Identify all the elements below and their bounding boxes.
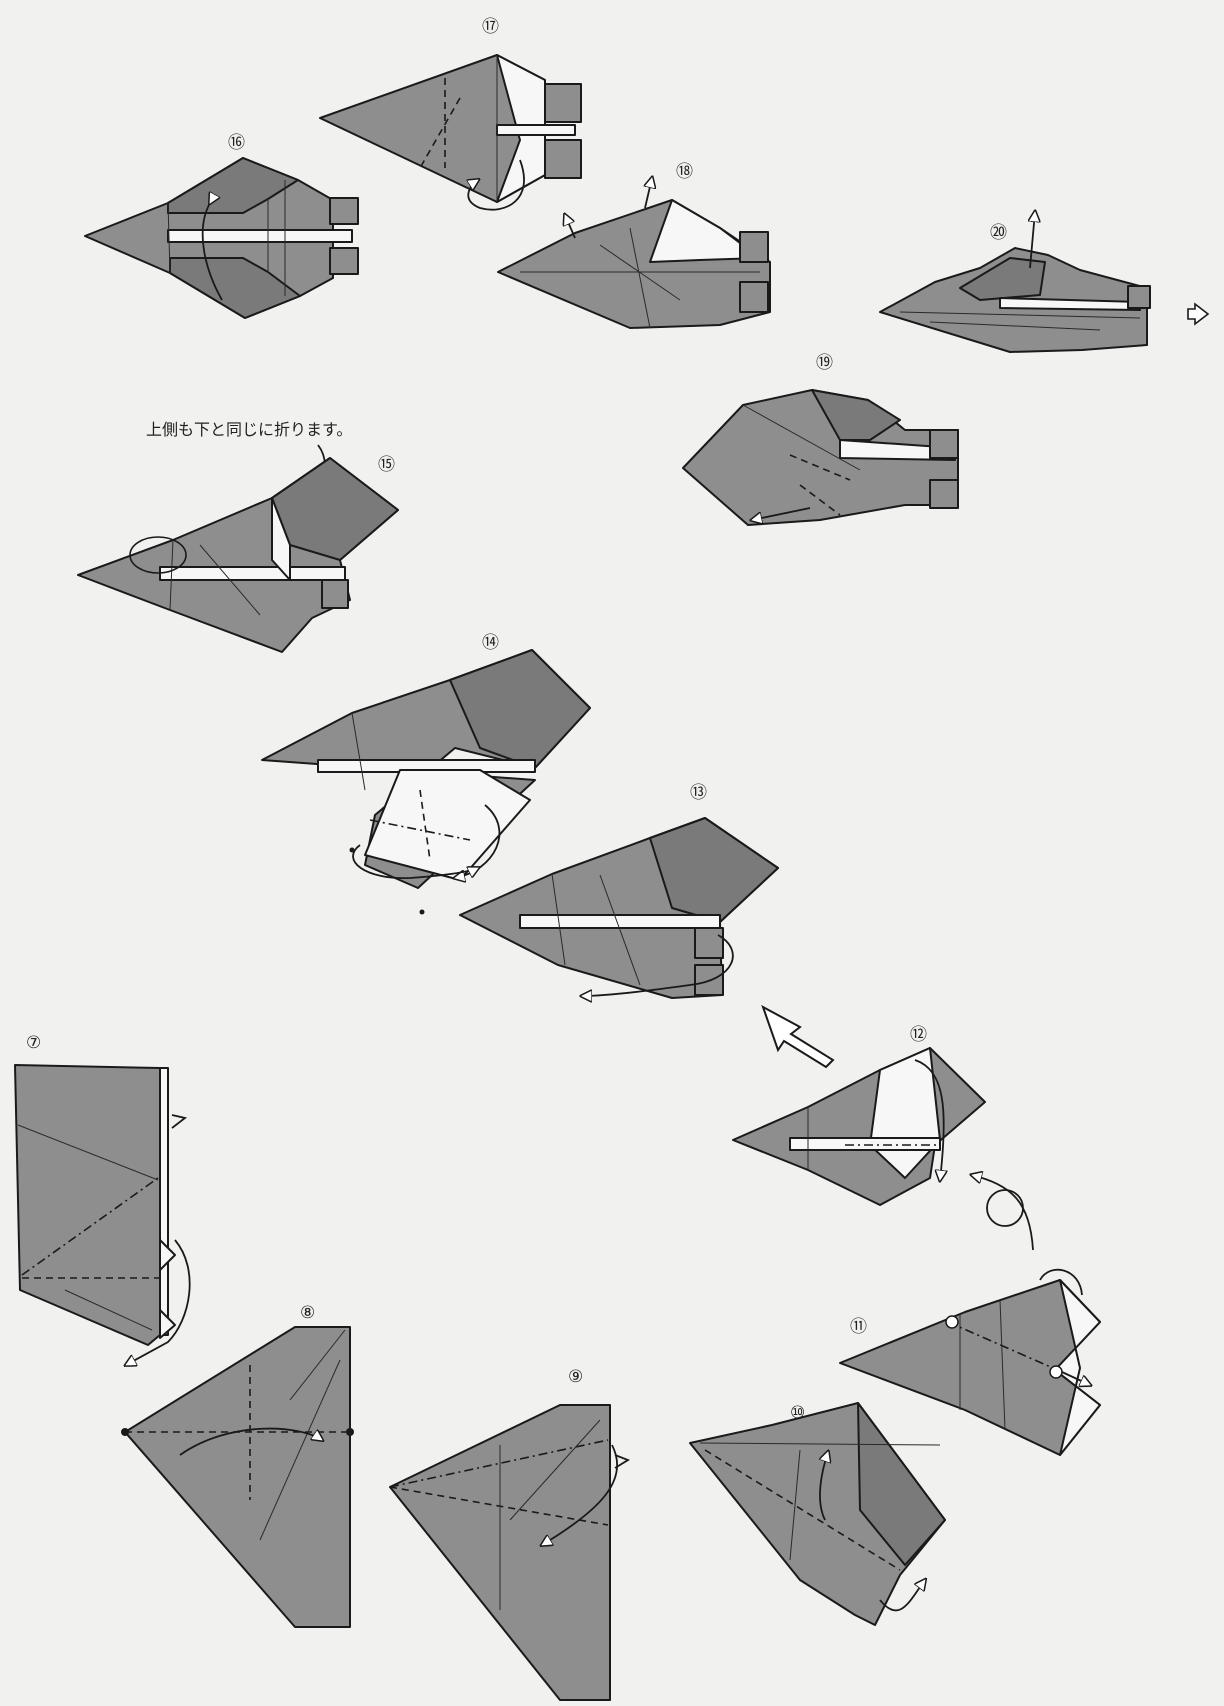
step-16-label: ⑯ — [228, 133, 245, 153]
step-13-figure — [460, 818, 778, 998]
step-19-label: ⑲ — [816, 353, 833, 373]
step-7-figure — [15, 1065, 190, 1365]
fold-note-text: 上側も下と同じに折ります。 — [146, 420, 352, 439]
turn-over-icon — [972, 1175, 1033, 1250]
step-10-figure — [690, 1403, 945, 1625]
step-12-label: ⑫ — [910, 1025, 927, 1045]
step-8-figure — [121, 1327, 354, 1627]
next-page-arrow-icon — [1188, 304, 1208, 324]
step-17-label: ⑰ — [482, 17, 499, 37]
step-18-label: ⑱ — [676, 162, 693, 182]
step-11-figure — [840, 1270, 1100, 1455]
big-direction-arrow-icon — [763, 1007, 833, 1067]
step-15-label: ⑮ — [378, 455, 395, 475]
step-9-label: ⑨ — [568, 1367, 583, 1387]
step-16-figure — [85, 158, 358, 318]
step-12-figure — [733, 1048, 985, 1205]
step-11-label: ⑪ — [850, 1317, 867, 1337]
step-9-figure — [390, 1405, 628, 1700]
step-7-label: ⑦ — [26, 1033, 41, 1053]
step-8-label: ⑧ — [300, 1303, 315, 1323]
step-13-label: ⑬ — [690, 783, 707, 803]
step-14-figure — [262, 650, 590, 915]
step-20-label: ⑳ — [990, 223, 1007, 243]
step-15-figure — [78, 458, 398, 652]
step-19-figure — [683, 390, 958, 525]
step-18-figure — [498, 178, 770, 328]
step-17-figure — [320, 55, 581, 210]
step-14-label: ⑭ — [482, 633, 499, 653]
step-20-figure — [880, 212, 1150, 352]
step-10-label: ⑩ — [790, 1403, 805, 1423]
